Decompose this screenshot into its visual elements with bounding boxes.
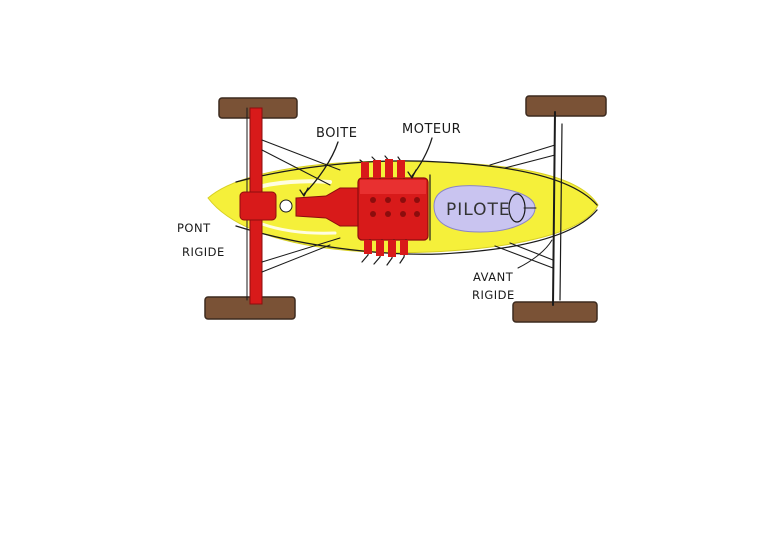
label-pilote: PILOTE (446, 200, 511, 220)
label-pont-line2: RIGIDE (182, 245, 225, 259)
pointer-lines (299, 137, 553, 269)
front-right-wheel (512, 301, 598, 323)
pilot-cockpit (429, 174, 537, 241)
engine (357, 155, 429, 266)
suspension-rods (261, 139, 556, 273)
label-boite: BOITE (316, 126, 357, 141)
label-avant-line2: RIGIDE (472, 288, 515, 302)
front-rigid-axle (552, 111, 563, 306)
front-left-wheel (525, 95, 607, 117)
front-wheels (512, 95, 607, 323)
label-moteur: MOTEUR (402, 122, 461, 137)
label-pont-line1: PONT (177, 221, 211, 235)
label-avant-line1: AVANT (473, 270, 514, 284)
differential (239, 191, 293, 221)
